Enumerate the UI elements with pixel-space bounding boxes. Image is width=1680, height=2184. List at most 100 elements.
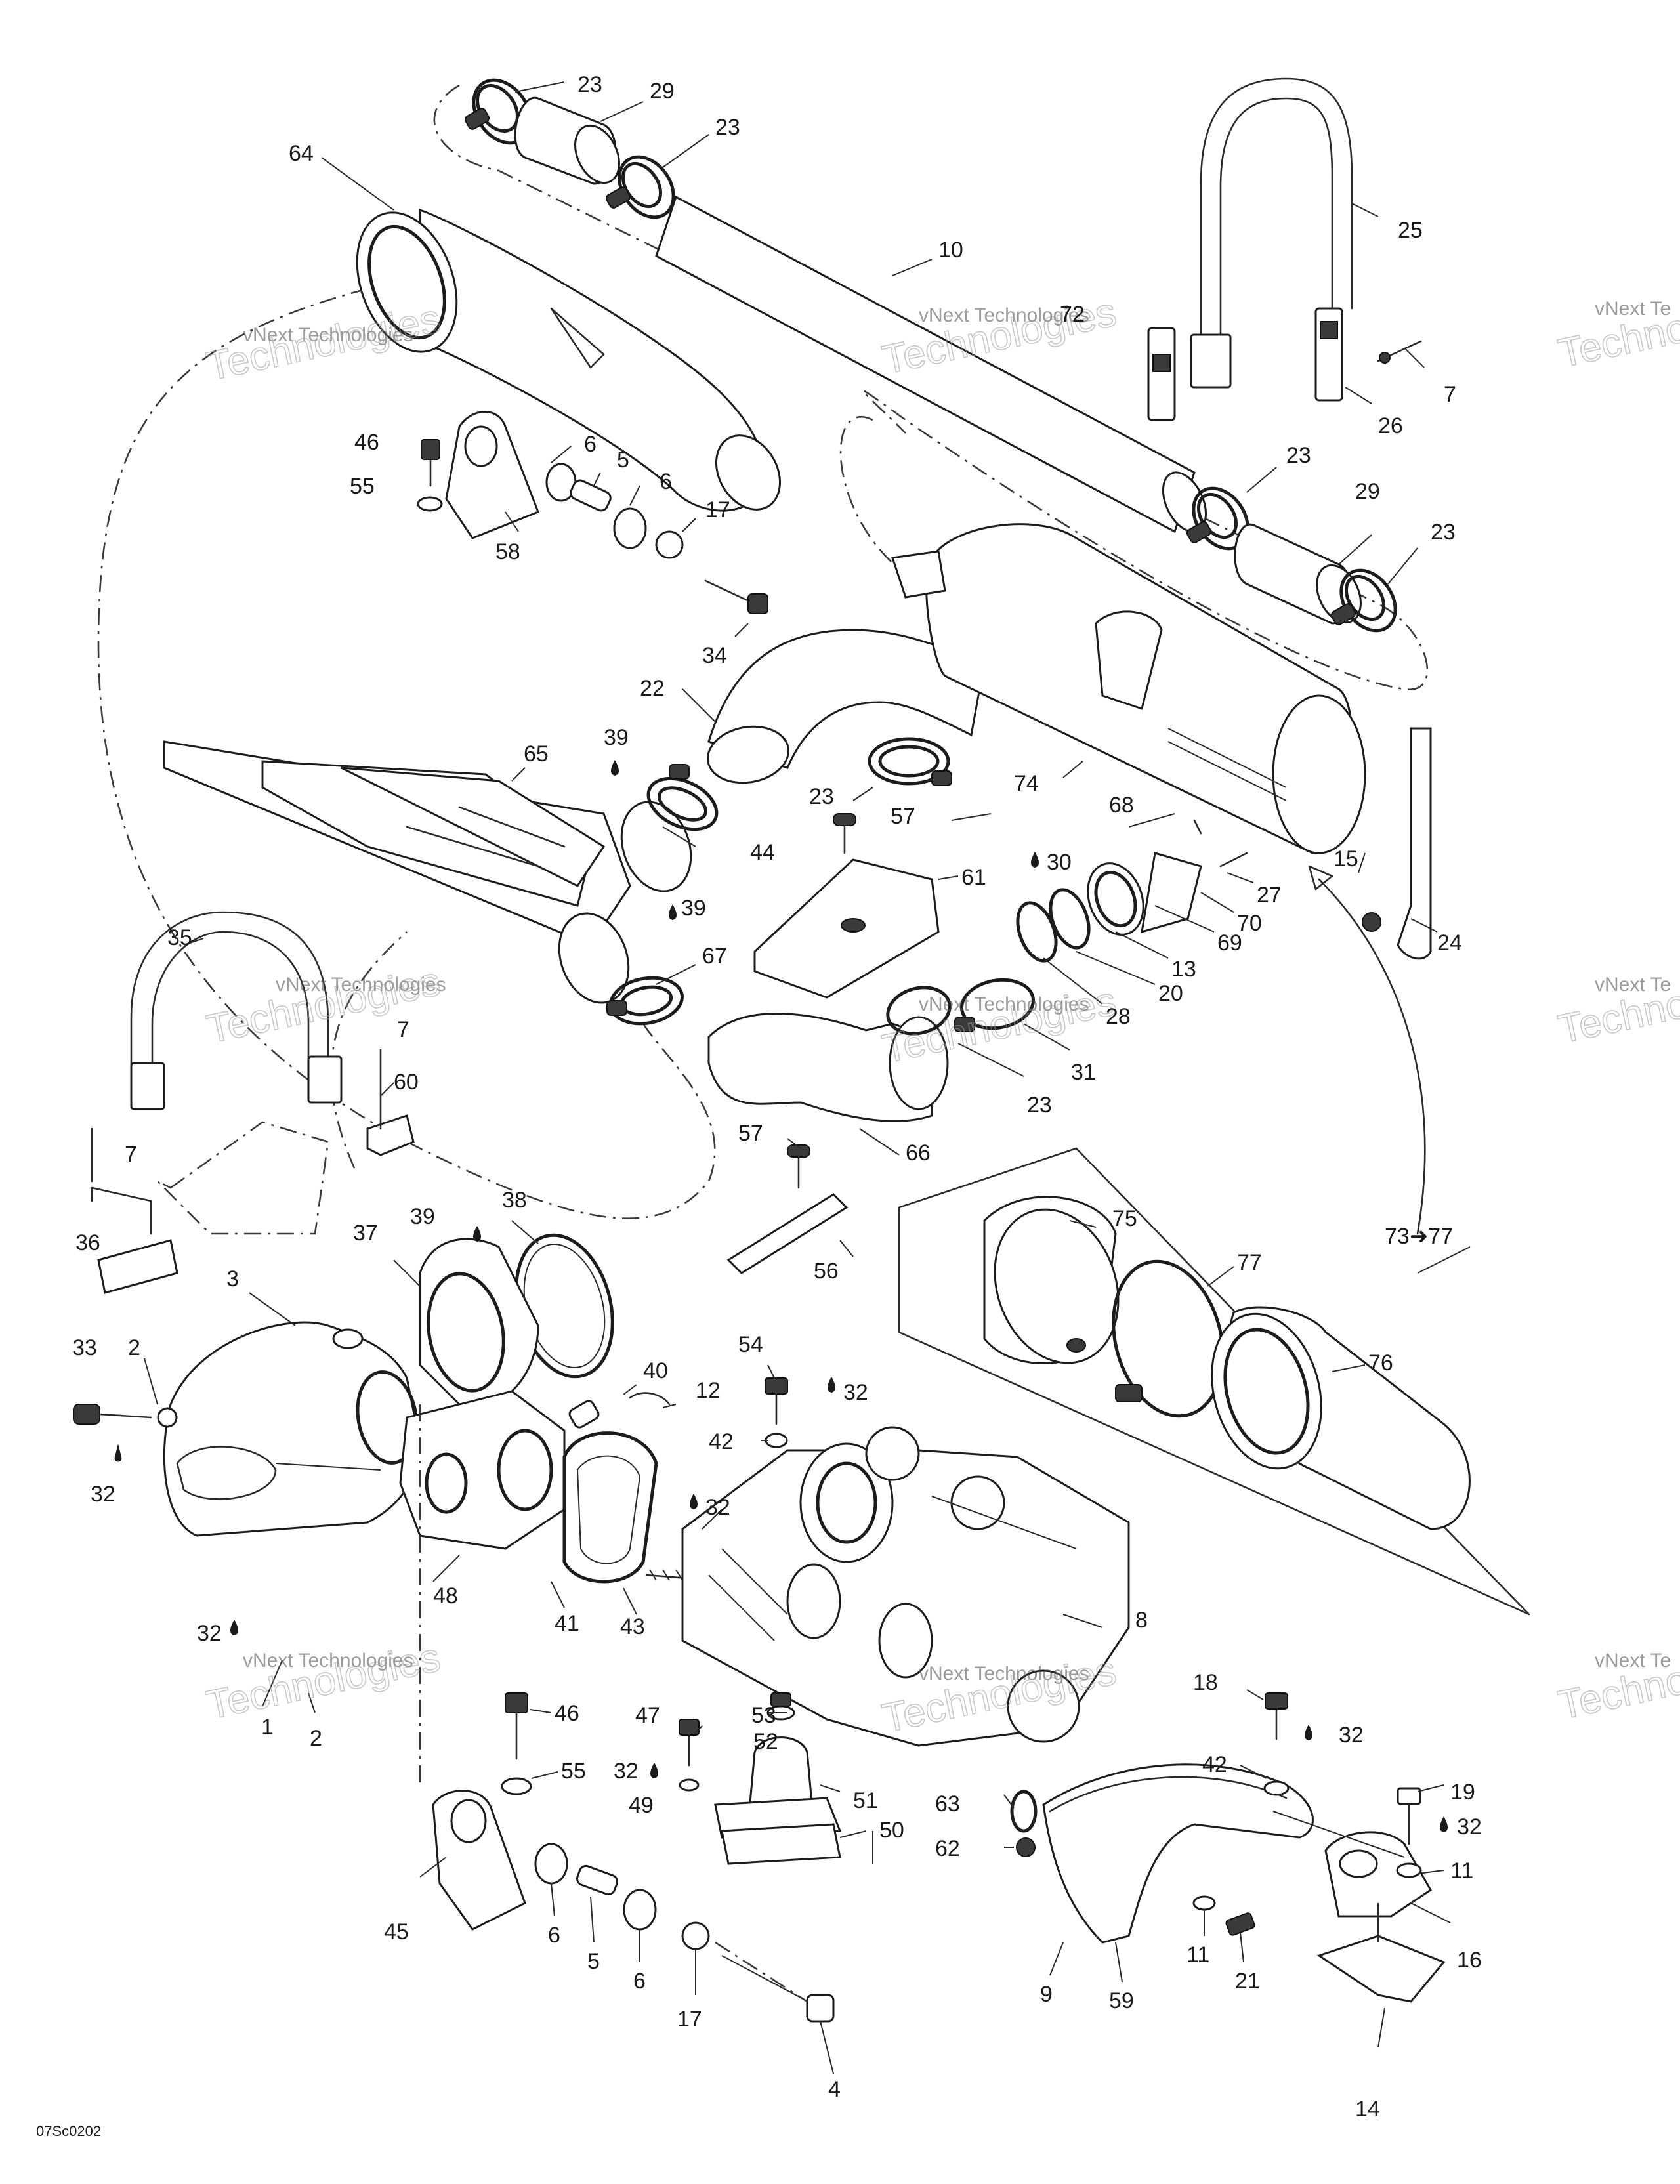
callout-22: 22 <box>640 676 665 701</box>
callout-39: 39 <box>681 896 706 921</box>
lubricant-drop-icon <box>611 760 619 776</box>
callout-43: 43 <box>620 1614 645 1639</box>
callout-5: 5 <box>587 1949 600 1974</box>
callout-72: 72 <box>1060 302 1085 327</box>
callout-45: 45 <box>384 1920 409 1944</box>
callout-3: 3 <box>226 1267 239 1292</box>
callout-11: 11 <box>1450 1858 1473 1883</box>
callout-44: 44 <box>750 840 775 865</box>
callout-25: 25 <box>1398 218 1423 243</box>
callout-6: 6 <box>660 469 672 494</box>
lubricant-drop-icon <box>1305 1725 1312 1740</box>
callout-55: 55 <box>561 1759 586 1784</box>
callout-60: 60 <box>394 1070 419 1095</box>
lubricant-drop-icon <box>473 1226 481 1242</box>
callout-59: 59 <box>1109 1988 1134 2013</box>
callout-47: 47 <box>635 1703 660 1728</box>
callout-55: 55 <box>350 474 375 499</box>
callout-27: 27 <box>1257 883 1282 908</box>
callout-75: 75 <box>1112 1206 1137 1231</box>
callout-57: 57 <box>891 804 915 829</box>
callout-50: 50 <box>879 1818 904 1843</box>
watermark-text: Technologies <box>203 296 444 390</box>
callout-15: 15 <box>1334 847 1358 872</box>
callout-61: 61 <box>961 865 986 890</box>
leader-lines <box>144 81 1471 2074</box>
callout-36: 36 <box>75 1230 100 1255</box>
callout-32: 32 <box>614 1759 639 1784</box>
callout-7: 7 <box>1444 382 1456 407</box>
callout-7: 7 <box>125 1142 137 1167</box>
callout-13: 13 <box>1171 957 1196 982</box>
callout-32: 32 <box>1457 1815 1482 1839</box>
callout-29: 29 <box>1355 479 1380 504</box>
lubricant-drop-icon <box>230 1620 238 1635</box>
watermark-text: vNext Technologies <box>919 994 1089 1015</box>
callout-6: 6 <box>584 432 597 457</box>
callout-17: 17 <box>677 2007 702 2032</box>
callout-63: 63 <box>935 1792 960 1816</box>
callout-32: 32 <box>843 1380 868 1405</box>
callout-19: 19 <box>1450 1780 1475 1805</box>
callout-28: 28 <box>1106 1004 1131 1029</box>
callout-64: 64 <box>289 141 314 166</box>
callout-40: 40 <box>643 1358 668 1383</box>
callout-17: 17 <box>705 497 730 522</box>
callout-21: 21 <box>1235 1969 1260 1994</box>
callout-39: 39 <box>604 725 629 750</box>
watermark-text: vNext Te <box>1595 1650 1671 1671</box>
callout-9: 9 <box>1040 1982 1053 2007</box>
callout-32: 32 <box>705 1495 730 1520</box>
watermark-text: vNext Technologies <box>243 324 413 346</box>
callout-37: 37 <box>353 1221 378 1246</box>
watermark-text: vNext Technologies <box>919 1663 1089 1685</box>
callout-76: 76 <box>1368 1351 1393 1376</box>
callout-23: 23 <box>1027 1093 1052 1118</box>
callout-57: 57 <box>738 1121 763 1146</box>
callout-70: 70 <box>1237 911 1262 936</box>
callout-39: 39 <box>410 1204 435 1229</box>
callout-11: 11 <box>1186 1942 1209 1967</box>
callout-53: 53 <box>751 1703 776 1728</box>
callout-23: 23 <box>1431 520 1456 545</box>
callout-1: 1 <box>261 1715 274 1740</box>
callout-32: 32 <box>91 1482 116 1507</box>
callout-23: 23 <box>809 784 834 809</box>
callout-68: 68 <box>1109 793 1134 818</box>
watermark-text: vNext Technologies <box>276 974 446 996</box>
watermark-text: Technologies <box>203 1635 444 1729</box>
callout-74: 74 <box>1014 771 1039 796</box>
callout-labels: 23 29 23 64 10 25 72 26 7 46 6 5 6 55 17… <box>72 72 1482 2122</box>
callout-58: 58 <box>495 539 520 564</box>
callout-41: 41 <box>555 1611 579 1636</box>
callout-65: 65 <box>524 742 549 766</box>
watermark-text: vNext Te <box>1595 974 1671 996</box>
callout-42: 42 <box>709 1429 734 1454</box>
callout-16: 16 <box>1457 1948 1482 1973</box>
callout-18: 18 <box>1193 1670 1218 1695</box>
callout-46: 46 <box>354 430 379 455</box>
callout-69: 69 <box>1217 931 1242 956</box>
drawing-code: 07Sc0202 <box>36 2123 101 2139</box>
callout-4: 4 <box>828 2077 841 2102</box>
lubricant-drop-icon <box>669 904 677 920</box>
callout-6: 6 <box>633 1969 646 1994</box>
callout-33: 33 <box>72 1335 97 1360</box>
callout-48: 48 <box>433 1584 458 1608</box>
parts-drawing <box>73 77 1530 2023</box>
callout-10: 10 <box>938 238 963 262</box>
watermark-text: vNext Technologies <box>243 1650 413 1671</box>
callout-12: 12 <box>696 1378 721 1403</box>
callout-23: 23 <box>578 72 602 97</box>
callout-46: 46 <box>555 1701 579 1726</box>
callout-7: 7 <box>397 1017 410 1042</box>
callout-8: 8 <box>1135 1608 1148 1633</box>
group-label-73-77: 73➜77 <box>1385 1224 1453 1249</box>
lubricant-drop-icon <box>650 1763 658 1778</box>
callout-32: 32 <box>1339 1723 1364 1748</box>
callout-24: 24 <box>1437 931 1462 956</box>
watermark-text: Technologies <box>879 978 1120 1072</box>
callout-77: 77 <box>1237 1250 1262 1275</box>
callout-14: 14 <box>1355 2097 1380 2122</box>
